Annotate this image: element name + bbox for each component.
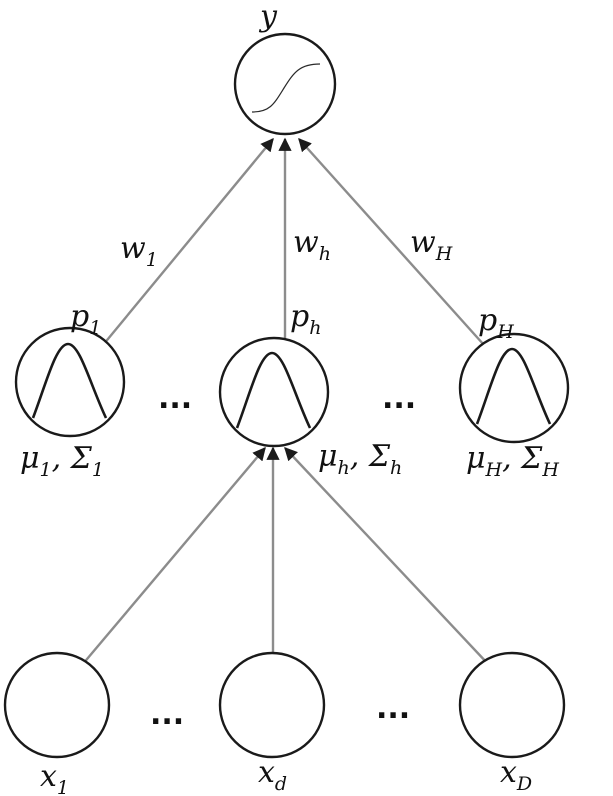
hidden-params-label-1: μ1, Σ1 [20,441,104,481]
input-node-1 [3,651,111,759]
hidden-node-h [218,336,330,448]
output-label: y [258,0,278,34]
weight-label-H: wH [410,225,453,265]
hidden-node-H [458,332,570,444]
input-label-d: xd [258,755,287,795]
edge-hidden-H-to-output [298,138,485,346]
gaussian-bump-icon [475,347,552,425]
ellipsis-hidden-left: ... [158,381,192,416]
hidden-output-label-h: ph [290,299,321,339]
hidden-params-label-H: μH, ΣH [466,441,559,481]
input-label-1: x1 [40,759,69,796]
edge-input-D-to-hidden-h [284,447,490,666]
hidden-node-1 [14,326,126,438]
input-node-d [218,651,326,759]
ellipsis-inputs-right: ... [376,691,410,726]
edge-input-1-to-hidden-h [81,446,266,666]
ellipsis-inputs-left: ... [150,697,184,732]
edge-hidden-1-to-output [102,137,274,346]
output-node [233,32,337,136]
input-label-D: xD [500,755,532,795]
weight-label-h: wh [293,225,331,265]
gaussian-bump-icon [235,351,312,429]
hidden-output-label-H: pH [478,303,514,343]
sigmoid-curve-icon [251,63,321,113]
weight-label-1: w1 [120,231,158,271]
input-node-D [458,651,566,759]
gaussian-bump-icon [31,342,108,419]
ellipsis-hidden-right: ... [382,381,416,416]
hidden-output-label-1: p1 [70,299,101,339]
hidden-params-label-h: μh, Σh [318,439,402,479]
